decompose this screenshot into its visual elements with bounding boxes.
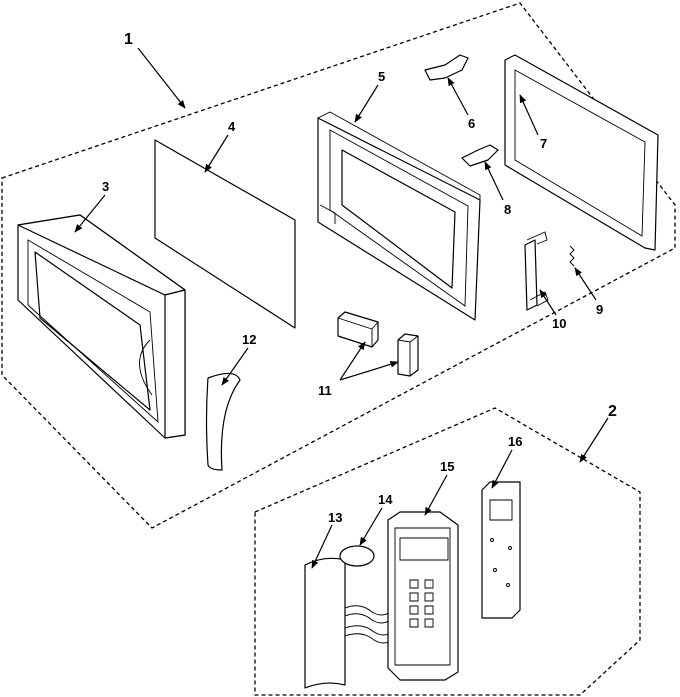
part-4-glass-panel — [154, 139, 296, 329]
callout-10: 10 — [552, 316, 566, 331]
part-15-panel-housing — [387, 511, 459, 681]
callout-2: 2 — [608, 403, 617, 420]
assembly-1-boundary — [1, 2, 676, 529]
callout-11: 11 — [318, 383, 332, 398]
part-7-door-seal — [504, 54, 659, 251]
part-12-cover — [205, 372, 241, 471]
callout-12: 12 — [242, 332, 256, 347]
part-10-latch — [524, 231, 549, 311]
part-6-bracket — [424, 54, 469, 81]
callout-13: 13 — [328, 510, 342, 525]
callout-8: 8 — [504, 202, 511, 217]
callout-6: 6 — [468, 116, 475, 131]
part-9-spring — [569, 245, 575, 267]
part-16-circuit-board — [481, 481, 521, 619]
part-5-inner-door — [317, 111, 481, 321]
part-3-door-frame — [17, 214, 186, 439]
callout-16: 16 — [508, 434, 522, 449]
callout-15: 15 — [440, 459, 454, 474]
callout-14: 14 — [378, 492, 393, 507]
callout-3: 3 — [102, 179, 109, 194]
callout-5: 5 — [378, 69, 385, 84]
callout-4: 4 — [228, 119, 236, 134]
part-13-control-sheet — [304, 557, 393, 689]
callout-7: 7 — [540, 136, 547, 151]
part-14-lens — [339, 545, 375, 567]
part-11-blocks — [337, 311, 419, 377]
part-8-hinge-bracket — [461, 144, 499, 167]
assembly-2-boundary — [254, 407, 641, 696]
leader-lines — [74, 47, 609, 569]
callout-9: 9 — [596, 302, 603, 317]
callout-1: 1 — [124, 31, 133, 48]
